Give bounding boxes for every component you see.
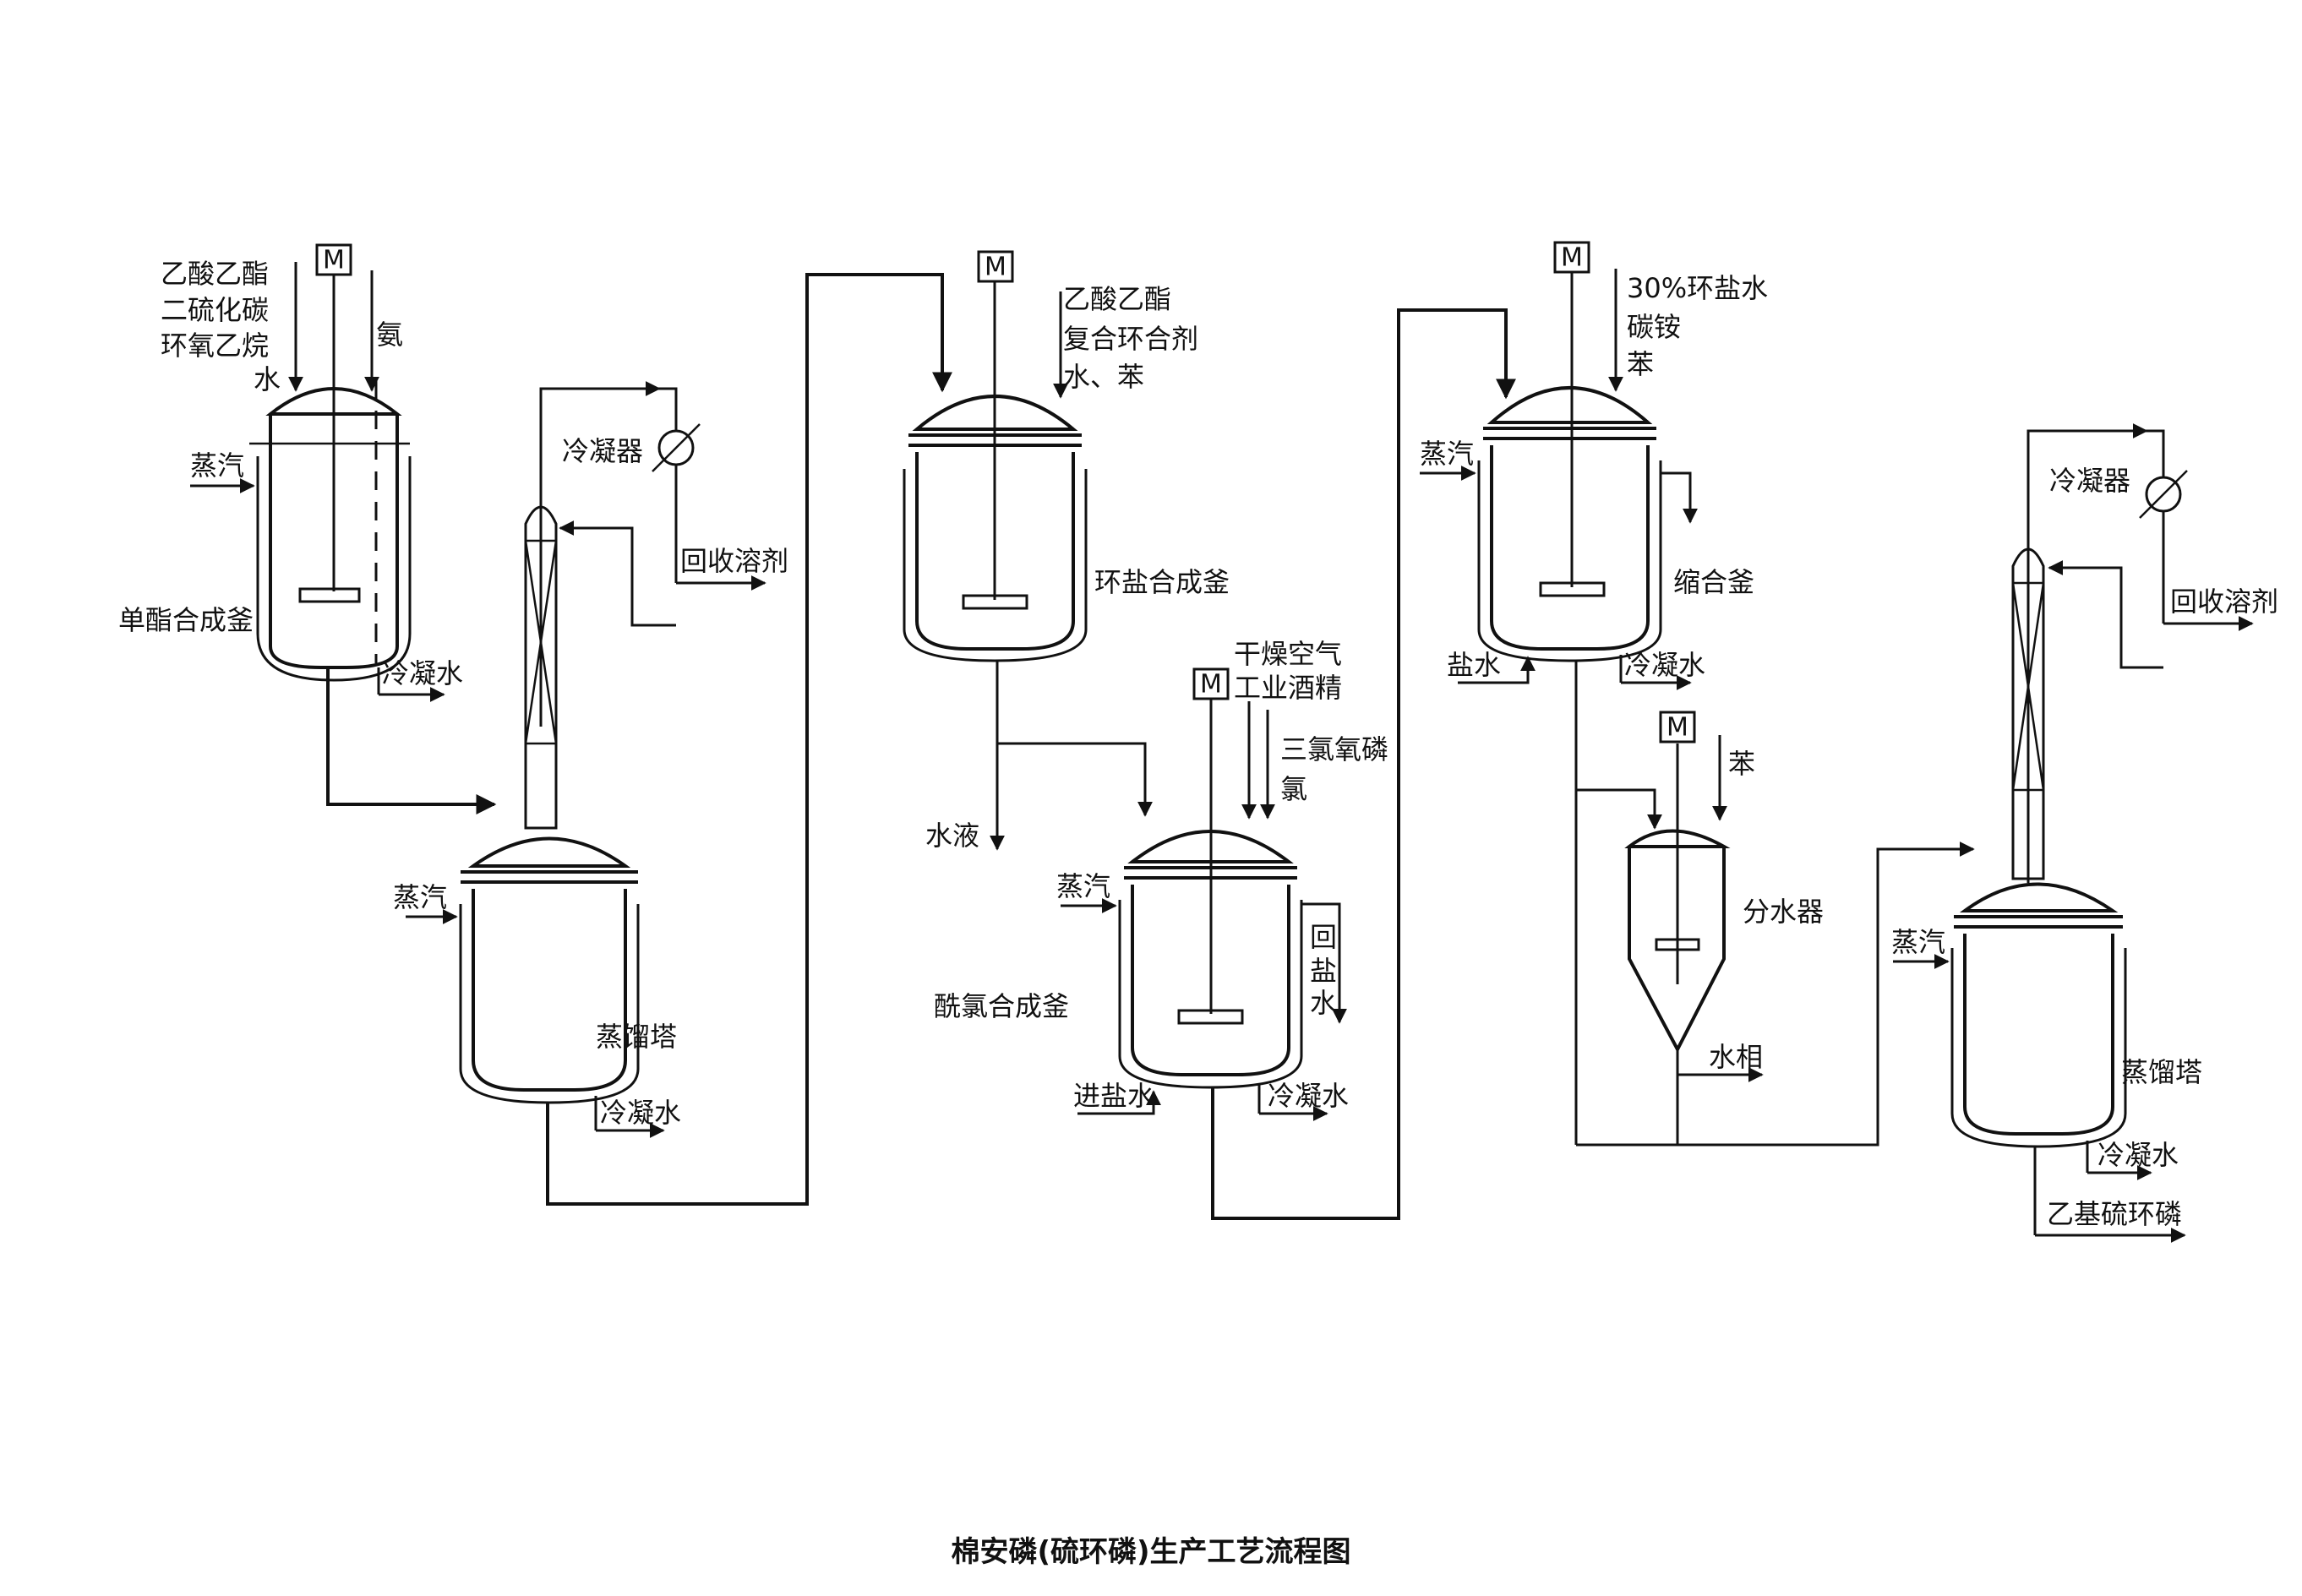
condenser-label: 冷凝器 [2049,465,2130,497]
svg-text:M: M [985,253,1006,282]
cyclic-salt-reactor [903,275,1088,662]
motor-icon: M [315,243,352,276]
equipment-label: 分水器 [1743,896,1824,928]
equipment-label: 单酯合成釜 [118,604,254,636]
svg-text:M: M [1200,670,1222,700]
brine-return-label: 回 [1310,921,1337,953]
condensate-label: 冷凝水 [1268,1080,1349,1112]
feed-label: 苯 [1728,748,1755,780]
distillation-still [1950,882,2127,1148]
svg-text:M: M [323,246,345,275]
feed-label: 工业酒精 [1234,672,1342,704]
condenser [652,423,701,472]
svg-text:M: M [1561,243,1583,273]
equipment-label: 环盐合成釜 [1094,566,1230,598]
condenser-label: 冷凝器 [562,435,643,467]
water-liquid-label: 水液 [925,820,979,852]
steam-label: 蒸汽 [393,881,447,913]
distillation-still [459,836,640,1104]
motor-icon: M [1553,241,1590,274]
feed-label: 乙酸乙酯 [1063,283,1171,315]
condensate-label: 冷凝水 [1624,649,1705,681]
motor-icon: M [977,250,1014,283]
diagram-caption: 棉安磷(硫环磷)生产工艺流程图 [951,1535,1350,1569]
svg-text:M: M [1666,713,1688,743]
acyl-chloride-reactor [1118,693,1303,1089]
steam-label: 蒸汽 [1420,438,1474,470]
equipment-label: 酰氯合成釜 [934,990,1069,1022]
brine-return-label: 盐 [1310,955,1337,987]
monoester-reactor [249,270,412,682]
brine-inlet-label: 进盐水 [1073,1080,1154,1112]
equipment-label: 蒸馏塔 [596,1021,677,1053]
equipment-label: 缩合釜 [1673,566,1754,598]
condenser [2139,470,2188,519]
condensate-label: 冷凝水 [2097,1139,2179,1171]
product-label: 乙基硫环磷 [2047,1198,2182,1230]
feed-label: 30%环盐水 [1627,272,1768,304]
feed-label: 水、苯 [1063,361,1144,393]
motor-icon: M [1192,667,1230,700]
steam-label: 蒸汽 [1056,870,1110,902]
feed-label: 水 [254,363,281,395]
feed-label: 碳铵 [1627,311,1681,343]
recovered-solvent-label: 回收溶剂 [680,545,788,577]
feed-label: 干燥空气 [1234,638,1342,670]
feed-label: 氨 [376,319,403,351]
condensate-label: 冷凝水 [600,1097,681,1129]
feed-label: 复合环合剂 [1063,323,1198,355]
feed-label: 乙酸乙酯 [161,258,269,290]
distillation-column [524,505,558,830]
feed-label: 环氧乙烷 [161,330,269,362]
equipment-label: 蒸馏塔 [2121,1056,2202,1088]
steam-label: 蒸汽 [190,449,244,482]
steam-label: 蒸汽 [1891,926,1945,958]
brine-label: 盐水 [1447,649,1501,681]
water-phase-label: 水相 [1709,1041,1763,1073]
feed-label: 三氯氧磷 [1280,733,1388,765]
motor-icon: M [1659,711,1696,744]
brine-return-label: 水 [1310,987,1337,1019]
recovered-solvent-label: 回收溶剂 [2170,586,2278,618]
condensate-label: 冷凝水 [382,657,463,689]
feed-label: 二硫化碳 [161,294,269,326]
feed-label: 氯 [1280,773,1307,805]
distillation-column [2011,547,2045,880]
condensation-reactor [1477,266,1662,662]
feed-label: 苯 [1627,348,1654,380]
